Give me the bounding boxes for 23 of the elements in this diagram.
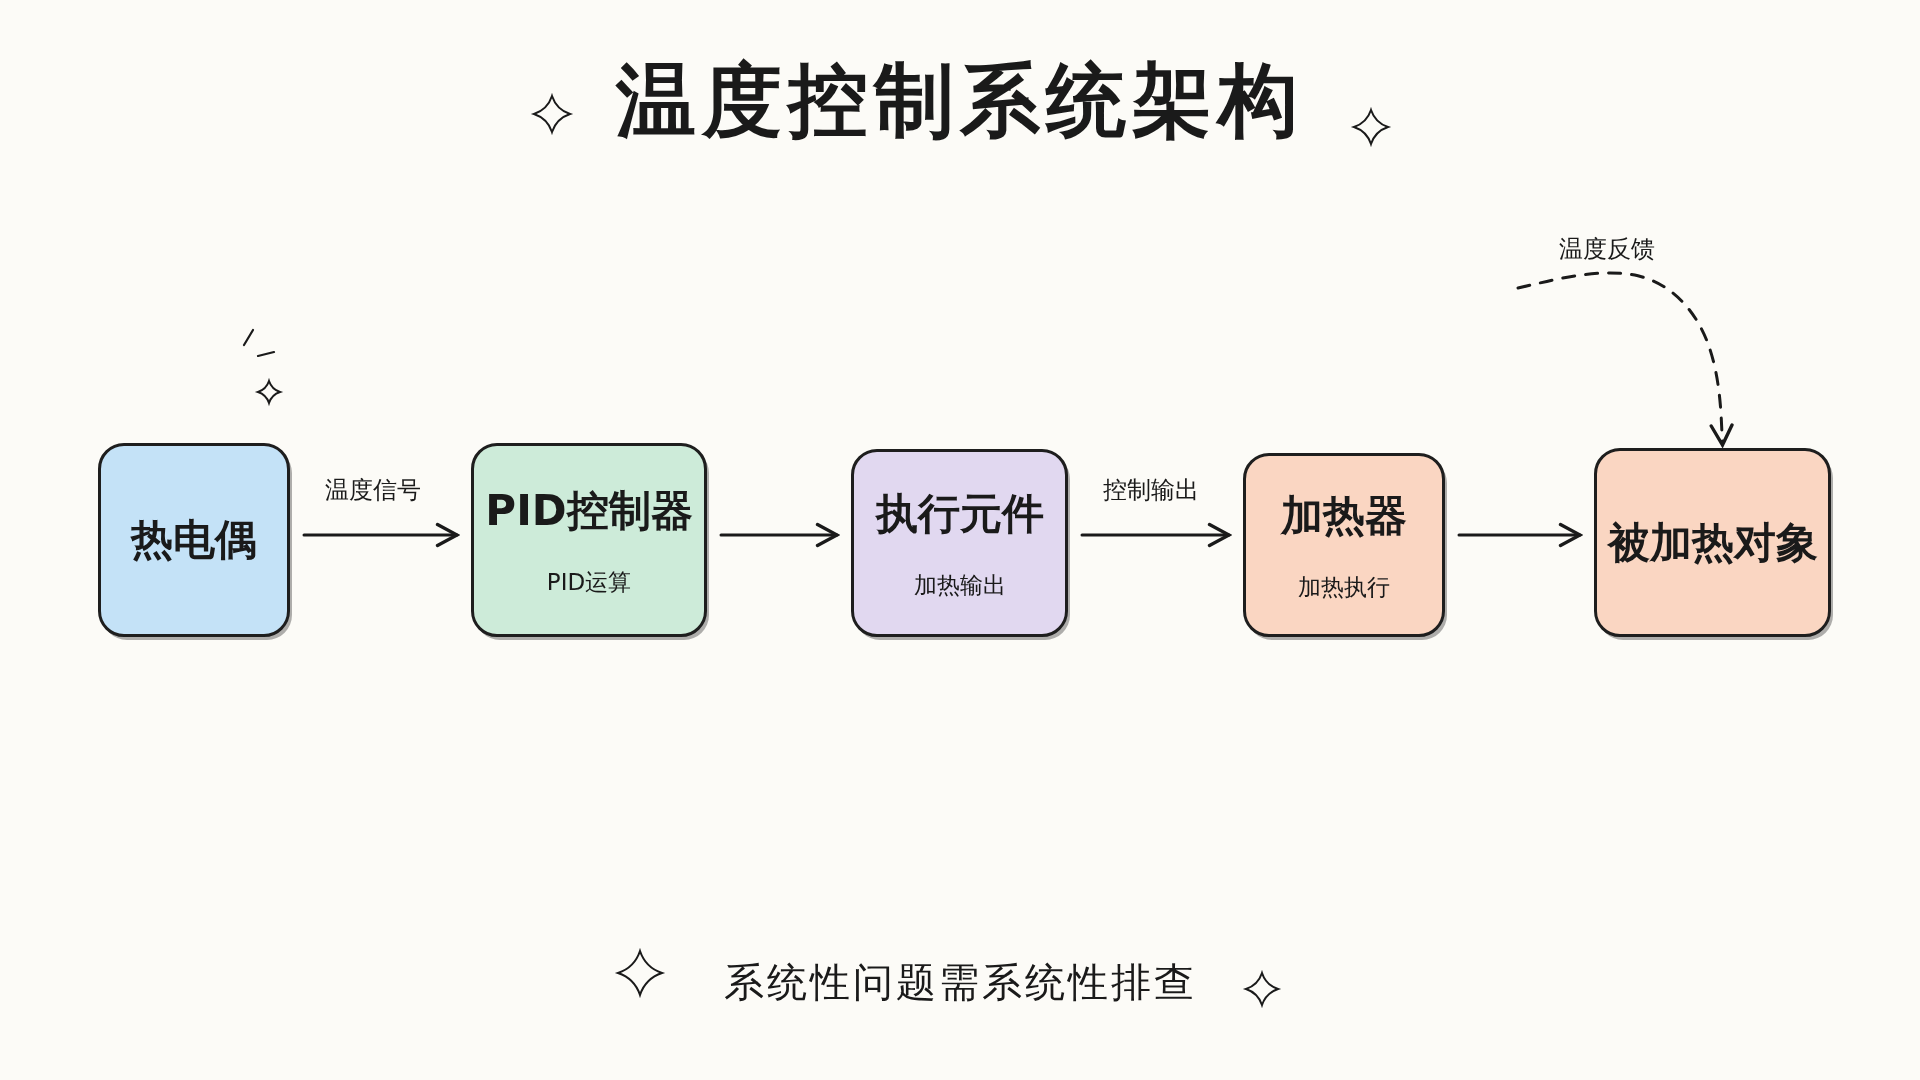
box-title: PID控制器 bbox=[485, 484, 693, 537]
arrow bbox=[1457, 522, 1582, 548]
process-box bbox=[471, 443, 707, 637]
box-title: 热电偶 bbox=[131, 514, 257, 566]
title: 温度控制系统架构 bbox=[616, 53, 1304, 149]
arrow bbox=[719, 522, 839, 548]
box-title: 执行元件 bbox=[875, 487, 1044, 540]
edge-label: 温度信号 bbox=[325, 475, 421, 506]
box-subtitle: PID运算 bbox=[546, 567, 632, 597]
process-box bbox=[98, 443, 290, 637]
box-title: 被加热对象 bbox=[1607, 516, 1818, 569]
process-box bbox=[1243, 453, 1445, 637]
arrow bbox=[1080, 522, 1231, 548]
box-subtitle: 加热输出 bbox=[913, 570, 1006, 600]
edge-label: 温度反馈 bbox=[1559, 234, 1655, 265]
box-subtitle: 加热执行 bbox=[1298, 572, 1390, 602]
box-title: 加热器 bbox=[1281, 489, 1407, 542]
arrow bbox=[1516, 271, 1734, 447]
process-box bbox=[851, 449, 1068, 637]
arrow bbox=[302, 522, 459, 548]
edge-label: 控制输出 bbox=[1103, 475, 1199, 506]
process-box bbox=[1594, 448, 1831, 637]
footer-note: 系统性问题需系统性排查 bbox=[723, 958, 1197, 1007]
